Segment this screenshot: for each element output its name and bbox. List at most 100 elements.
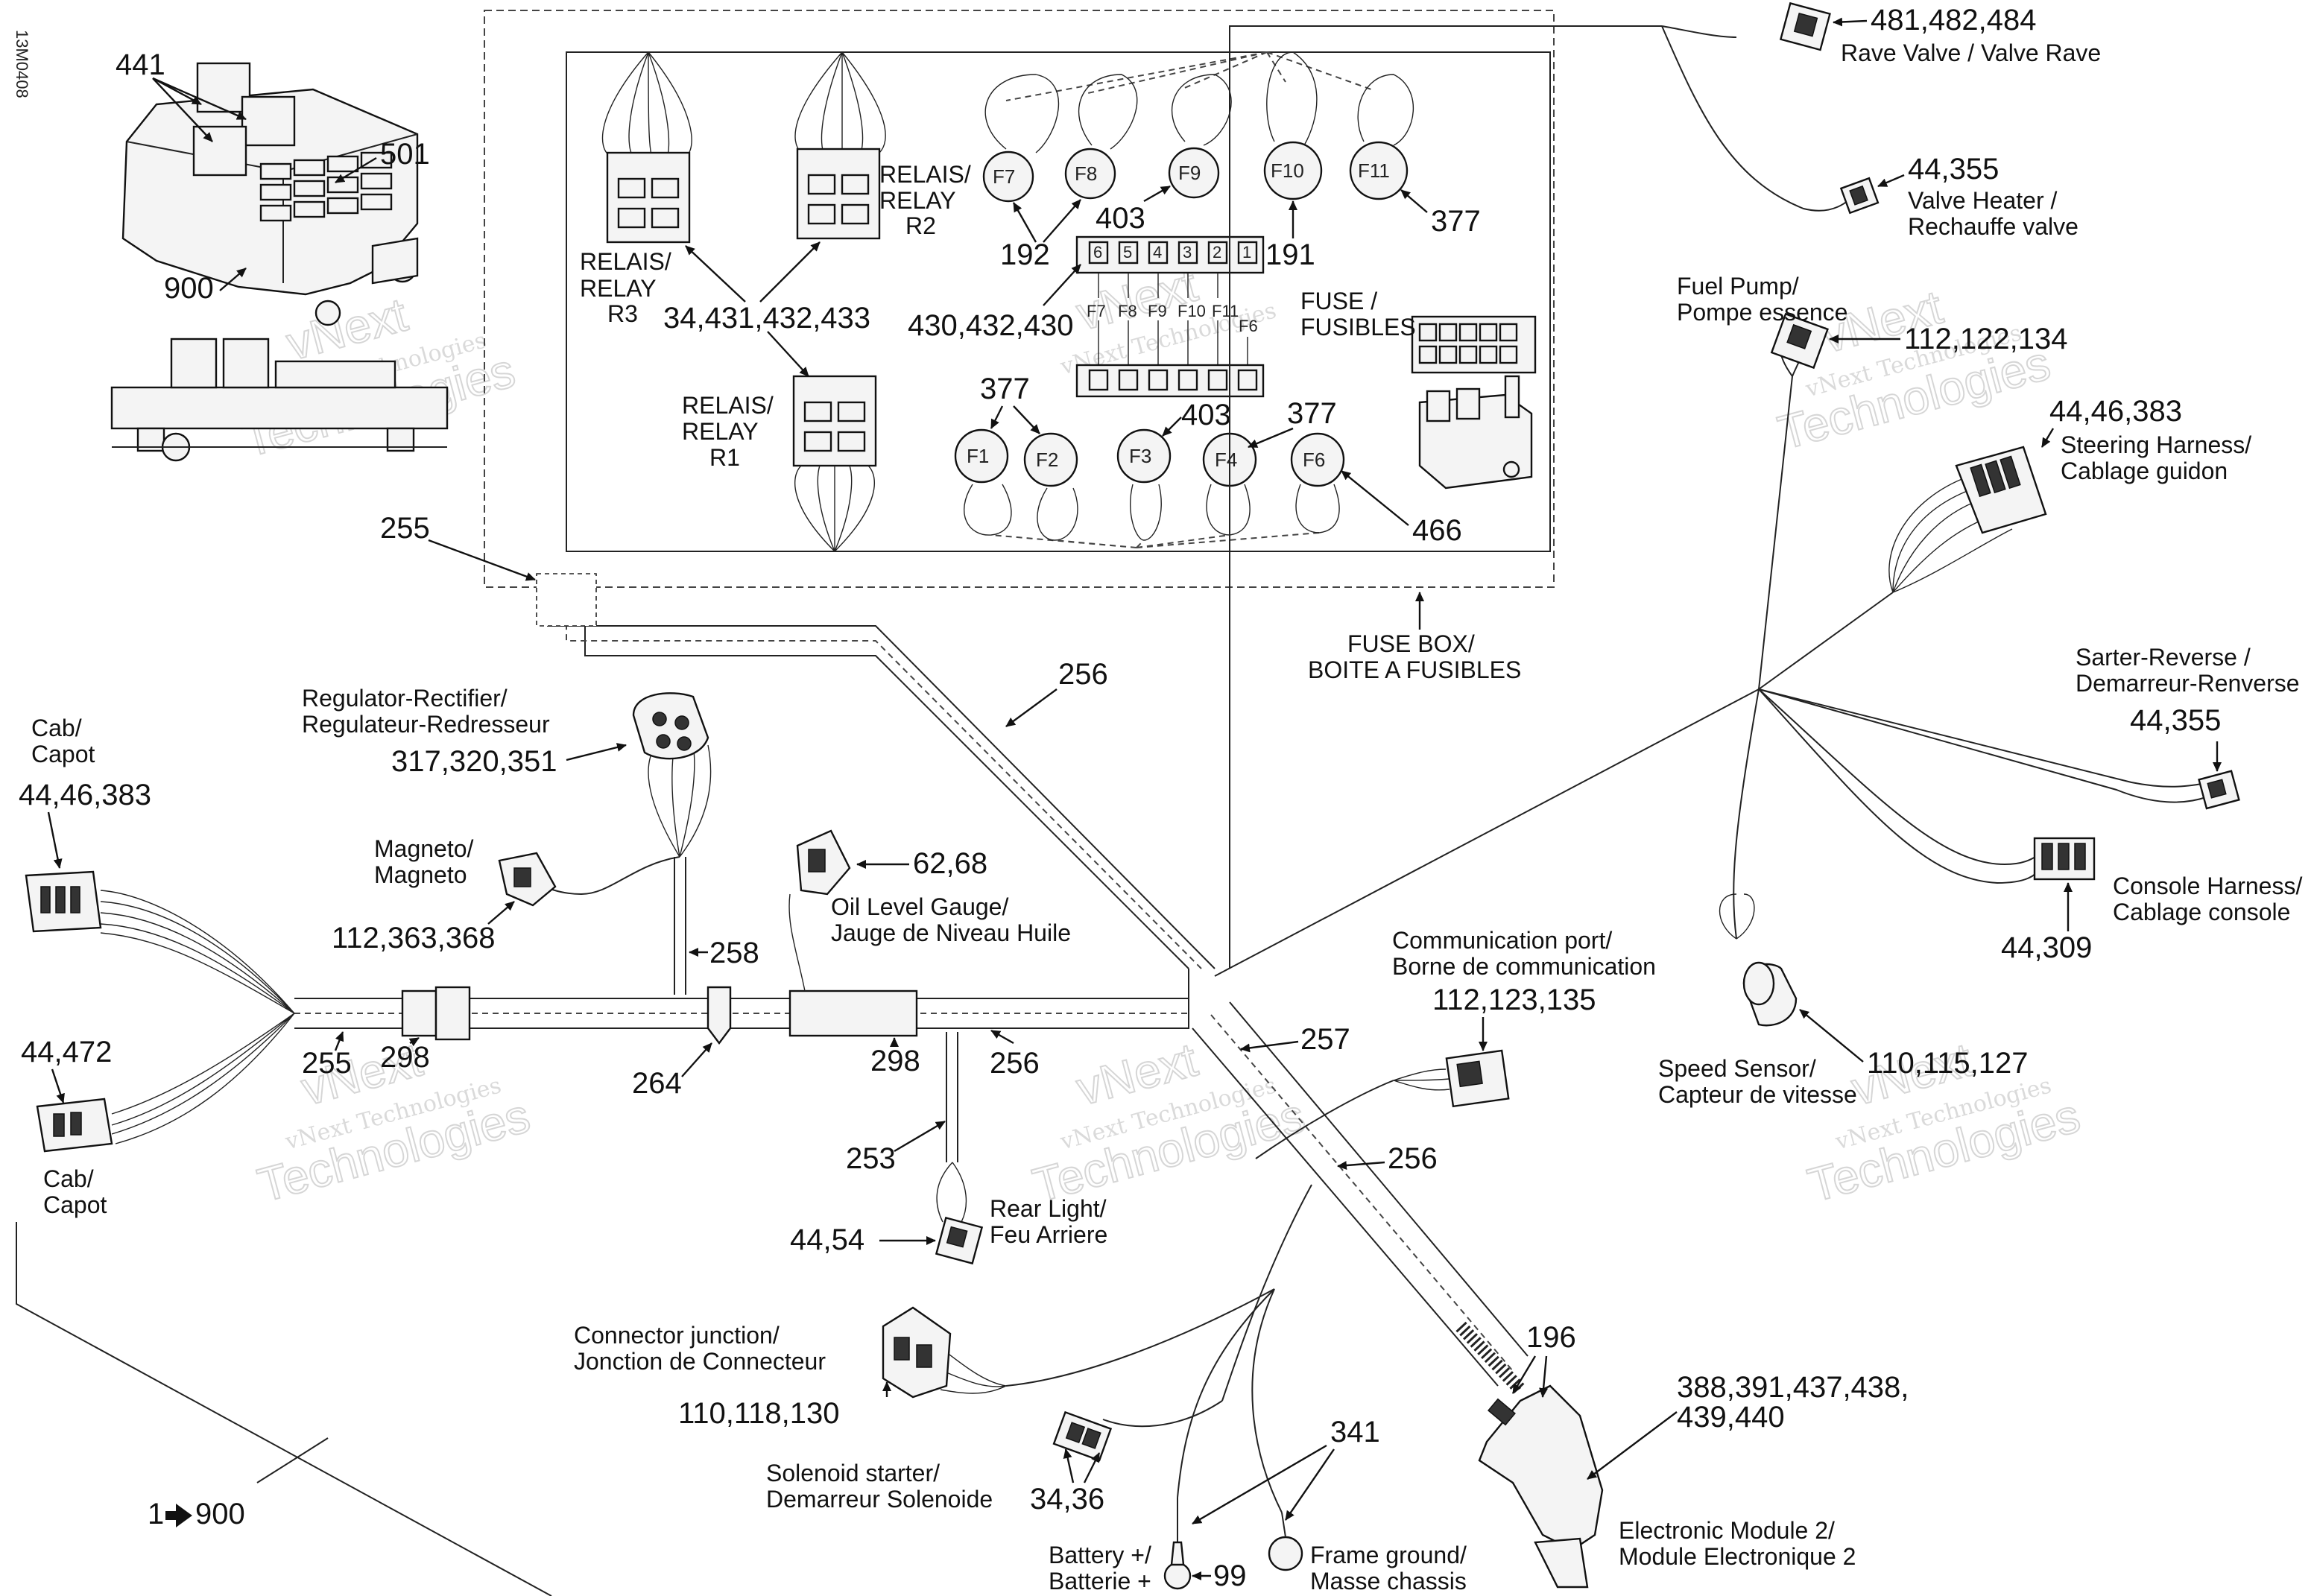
comm-label-line2: Borne de communication (1392, 953, 1656, 980)
cab-connectors-group: Cab/ Capot 44,46,383 44,472 Cab/ Capot (19, 715, 295, 1218)
magneto-connector (498, 852, 557, 907)
callout-starter-parts: 44,355 (2130, 704, 2221, 737)
bottom-fuse-row: F1 F2 F3 F4 F6 (954, 428, 1345, 548)
battery-label-line2: Batterie + (1049, 1568, 1151, 1595)
magneto-label-line1: Magneto/ (374, 835, 474, 862)
fuse-f4-label: F4 (1215, 449, 1237, 471)
callout-377a: 377 (1431, 205, 1481, 238)
callout-module-parts-1: 388,391,437,438, (1677, 1371, 1909, 1404)
slot-fuse-f8: F8 (1118, 302, 1137, 320)
cab-bottom-label-line1: Cab/ (43, 1165, 94, 1192)
callout-403a: 403 (1096, 202, 1145, 235)
solenoid-connector (1052, 1410, 1113, 1462)
relay-r2-line1: RELAIS/ (879, 161, 971, 188)
callout-256b: 256 (990, 1047, 1040, 1080)
console-label-line2: Cablage console (2113, 899, 2290, 925)
relay-r2: RELAIS/ RELAY R2 (794, 51, 971, 240)
callout-900: 900 (164, 272, 214, 305)
main-harness (294, 573, 1760, 1395)
doc-code: 13M0408 (13, 30, 31, 98)
starter-label-line2: Demarreur-Renverse (2076, 670, 2300, 697)
fuse-f1-circle (954, 428, 1009, 484)
fuse-f2-label: F2 (1036, 449, 1058, 471)
callout-466: 466 (1412, 514, 1462, 547)
relay-r3: RELAIS/ RELAY R3 (580, 51, 692, 327)
callout-heater-parts: 44,355 (1908, 153, 1999, 186)
fusebox-assembly-drawing: 441 501 900 (110, 48, 449, 462)
callout-253: 253 (846, 1142, 896, 1175)
callout-377b: 377 (980, 373, 1030, 405)
console-harness-connector (2033, 837, 2096, 881)
callout-fuelpump-parts: 112,122,134 (1904, 323, 2067, 355)
top-fuse-row: F7 F8 F9 F10 F11 (982, 51, 1414, 203)
range-arrow-icon (165, 1504, 192, 1527)
harness-callouts: 255 256 255 298 264 298 256 257 256 (302, 512, 1438, 1175)
heater-label-line1: Valve Heater / (1908, 187, 2058, 214)
callout-298b: 298 (870, 1045, 920, 1077)
fuse-f2-circle (1023, 432, 1078, 487)
callout-255b: 255 (302, 1047, 352, 1080)
slot-fuse-f11: F11 (1212, 302, 1239, 320)
rave-valve-connector (1779, 1, 1831, 51)
regulator-label-line1: Regulator-Rectifier/ (302, 685, 508, 712)
rearlight-label-line1: Rear Light/ (990, 1195, 1107, 1222)
slot-number-5: 5 (1123, 243, 1132, 262)
module-label-line1: Electronic Module 2/ (1619, 1517, 1835, 1544)
solenoid-label-line1: Solenoid starter/ (766, 1460, 940, 1486)
speed-label-line2: Capteur de vitesse (1658, 1081, 1857, 1108)
callout-comm-parts: 112,123,135 (1432, 984, 1596, 1016)
range-start: 1 (148, 1498, 164, 1530)
callout-fuse-parts: 430,432,430 (908, 309, 1073, 342)
callout-rearlight-parts: 44,54 (790, 1223, 864, 1256)
callout-256c: 256 (1388, 1142, 1438, 1175)
slot-number-2: 2 (1213, 243, 1221, 262)
junction-label-line1: Connector junction/ (574, 1322, 780, 1349)
callout-steering-parts: 44,46,383 (2049, 395, 2182, 428)
relay-r3-line1: RELAIS/ (580, 248, 671, 275)
callout-cab-top-parts: 44,46,383 (19, 779, 151, 811)
fuse-f9-circle (1168, 147, 1220, 199)
callout-441: 441 (116, 48, 165, 81)
callout-257: 257 (1300, 1023, 1350, 1056)
callout-196: 196 (1526, 1321, 1576, 1354)
cab-top-label-line1: Cab/ (31, 715, 82, 741)
speed-label-line1: Speed Sensor/ (1658, 1055, 1816, 1082)
oil-gauge-group: 62,68 Oil Level Gauge/ Jauge de Niveau H… (788, 829, 1071, 992)
fuse-f7-label: F7 (993, 165, 1015, 188)
fuse-f8-circle (1064, 148, 1116, 200)
callout-192: 192 (1000, 238, 1050, 271)
slot-fuse-f7: F7 (1087, 302, 1106, 320)
battery-ground-group: 34,36 Solenoid starter/ Demarreur Soleno… (766, 1184, 1467, 1595)
callout-regulator-parts: 317,320,351 (391, 745, 557, 778)
callout-solenoid-parts: 34,36 (1030, 1483, 1104, 1516)
heater-label-line2: Rechauffe valve (1908, 213, 2079, 240)
fuse-f9-label: F9 (1178, 162, 1201, 184)
fuse-f7-circle (982, 151, 1034, 203)
callout-255a: 255 (380, 512, 430, 545)
callout-99: 99 (1213, 1559, 1247, 1592)
module-label-line2: Module Electronique 2 (1619, 1543, 1856, 1570)
cab-top-connector (25, 870, 102, 933)
cab-top-label-line2: Capot (31, 741, 95, 767)
slot-fuse-f9: F9 (1148, 302, 1167, 320)
cab-bottom-label-line2: Capot (43, 1191, 107, 1218)
rearlight-label-line2: Feu Arriere (990, 1221, 1107, 1248)
regulator-label-line2: Regulateur-Redresseur (302, 711, 550, 738)
cab-bottom-connector (36, 1098, 113, 1153)
range-reference: 1 900 (16, 1222, 552, 1596)
console-label-line1: Console Harness/ (2113, 873, 2302, 899)
callout-341: 341 (1330, 1416, 1380, 1448)
callout-junction-parts: 110,118,130 (678, 1397, 840, 1430)
starter-reverse-connector (2198, 770, 2240, 810)
relay-r1-id: R1 (709, 444, 740, 471)
oil-label-line2: Jauge de Niveau Huile (831, 919, 1071, 946)
fuse-f1-label: F1 (967, 445, 989, 467)
junction-connector (882, 1306, 952, 1399)
connector-junction-group: Connector junction/ Jonction de Connecte… (574, 1288, 1275, 1430)
battery-ring-terminal (1163, 1562, 1192, 1590)
relay-r1-line2: RELAY (682, 418, 759, 445)
solenoid-label-line2: Demarreur Solenoide (766, 1486, 993, 1513)
fusebox-label-line1: FUSE BOX/ (1347, 630, 1475, 657)
fuse-f6-circle (1290, 432, 1345, 487)
callout-cab-bottom-parts: 44,472 (21, 1036, 112, 1068)
